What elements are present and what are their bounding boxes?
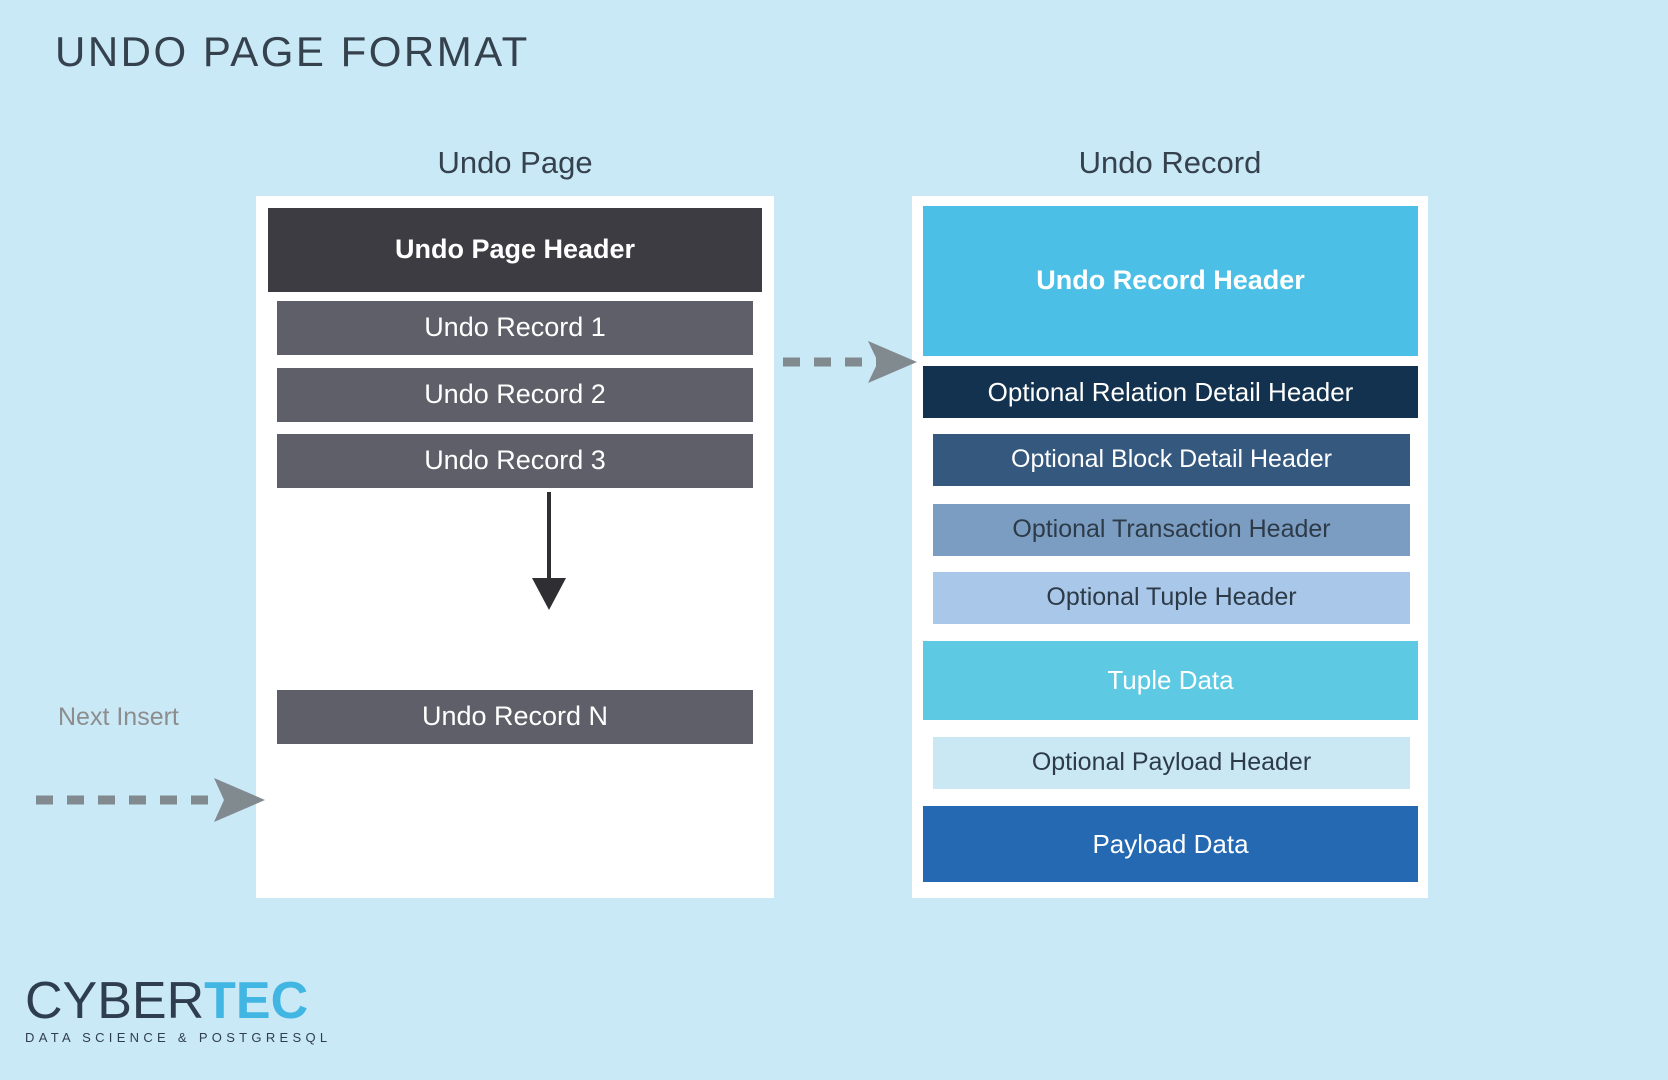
undo-page-header-block: Undo Page Header	[268, 208, 762, 292]
undo-record-1-block: Undo Record 1	[277, 301, 753, 355]
undo-record-header-block: Undo Record Header	[923, 206, 1418, 356]
cybertec-logo: CYBERTEC DATA SCIENCE & POSTGRESQL	[25, 975, 331, 1045]
record-expand-connector-arrow	[783, 341, 917, 383]
logo-wordmark: CYBERTEC	[25, 975, 331, 1027]
undo-record-3-block: Undo Record 3	[277, 434, 753, 488]
optional-block-detail-header-block: Optional Block Detail Header	[933, 434, 1410, 486]
logo-word-tec: TEC	[204, 972, 309, 1030]
undo-record-2-block: Undo Record 2	[277, 368, 753, 422]
optional-payload-header-block: Optional Payload Header	[933, 737, 1410, 789]
logo-word-cyber: CYBER	[25, 972, 205, 1030]
logo-tagline: DATA SCIENCE & POSTGRESQL	[25, 1030, 332, 1045]
undo-record-caption: Undo Record	[1078, 145, 1262, 180]
payload-data-block: Payload Data	[923, 806, 1418, 882]
optional-tuple-header-block: Optional Tuple Header	[933, 572, 1410, 624]
optional-relation-detail-header-block: Optional Relation Detail Header	[923, 366, 1418, 418]
undo-record-n-block: Undo Record N	[277, 690, 753, 744]
next-insert-label: Next Insert	[58, 703, 179, 731]
page-title: UNDO PAGE FORMAT	[55, 28, 530, 75]
tuple-data-block: Tuple Data	[923, 641, 1418, 720]
undo-page-caption: Undo Page	[437, 145, 593, 180]
optional-transaction-header-block: Optional Transaction Header	[933, 504, 1410, 556]
next-insert-arrow	[36, 778, 265, 822]
